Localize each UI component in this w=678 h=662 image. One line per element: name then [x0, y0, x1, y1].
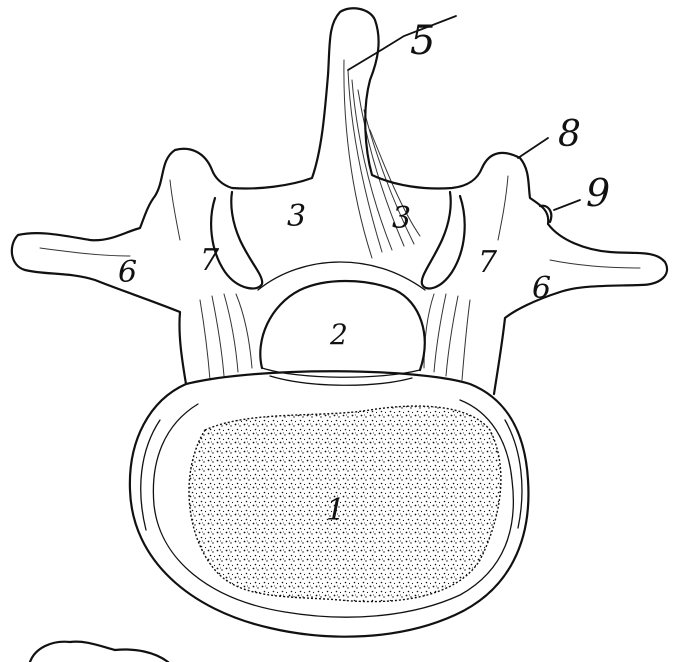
right-pedicle-shading	[424, 294, 470, 380]
right-articular-facet	[422, 192, 465, 288]
leader-9	[554, 200, 580, 210]
label-6-left: 6	[118, 255, 137, 290]
leader-8	[518, 138, 548, 158]
body-left-edge	[141, 420, 160, 530]
label-6-right: 6	[532, 271, 551, 306]
label-3-right: 3	[392, 201, 411, 236]
left-pedicle-shading	[200, 294, 252, 380]
label-2: 2	[329, 318, 348, 351]
leader-5	[348, 16, 456, 70]
bone-fragment	[30, 642, 168, 662]
label-7-left: 7	[200, 243, 220, 278]
label-1: 1	[326, 493, 345, 528]
label-8: 8	[558, 114, 581, 155]
label-5: 5	[410, 18, 435, 64]
label-3-left: 3	[287, 199, 306, 234]
label-7-right: 7	[478, 245, 498, 280]
lamina-inner-line	[258, 262, 425, 290]
label-9: 9	[586, 171, 610, 215]
